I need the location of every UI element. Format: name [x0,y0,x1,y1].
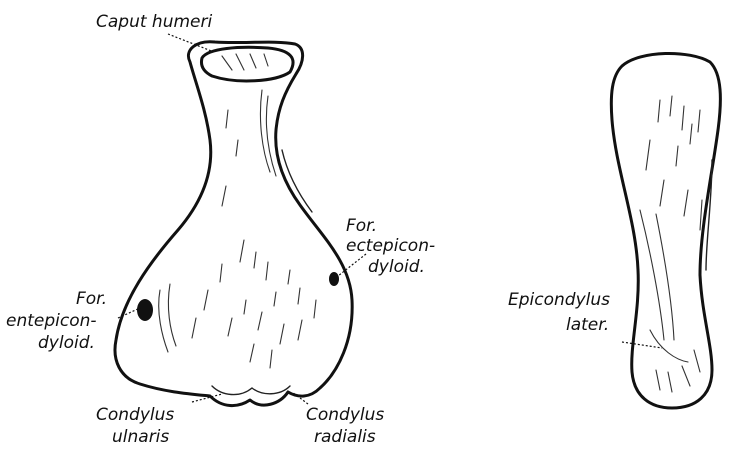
label-for-entepicondyloid-line2: entepicon- [6,311,97,331]
humerus-lateral-view [611,53,720,408]
epicondyle-shading [650,330,700,392]
lateral-shading [640,96,702,340]
humerus-ventral-view [115,42,352,406]
label-epicondylus-later-line2: later. [566,315,609,335]
label-condylus-ulnaris-line1: Condylus [96,405,174,425]
label-for-entepicondyloid-line3: dyloid. [38,333,95,353]
leader-condylus-radialis [292,392,308,404]
label-epicondylus-later-line1: Epicondylus [508,290,610,310]
medial-ridge-shading [159,284,176,352]
caput-shading [222,54,268,70]
label-condylus-radialis-line2: radialis [314,427,376,447]
leader-epicondylus-later [622,342,662,348]
humerus-outline-lateral [611,53,720,408]
condyles-outline [212,386,290,395]
humerus-outline-ventral [115,42,352,406]
ectepicondyloid-foramen [329,272,339,286]
label-for-ectepicondyloid-line3: dyloid. [368,257,425,277]
shaft-shading [222,90,276,206]
label-caput-humeri: Caput humeri [96,12,212,32]
label-for-ectepicondyloid-line2: ectepicon- [346,236,435,256]
label-for-entepicondyloid-line1: For. [76,289,107,309]
distal-shading [192,240,316,368]
entepicondyloid-foramen [137,299,153,321]
label-for-ectepicondyloid-line1: For. [346,216,377,236]
label-condylus-ulnaris-line2: ulnaris [112,427,169,447]
caput-humeri-surface [201,47,293,81]
label-condylus-radialis-line1: Condylus [306,405,384,425]
lateral-right-edge-shadow [706,160,712,270]
